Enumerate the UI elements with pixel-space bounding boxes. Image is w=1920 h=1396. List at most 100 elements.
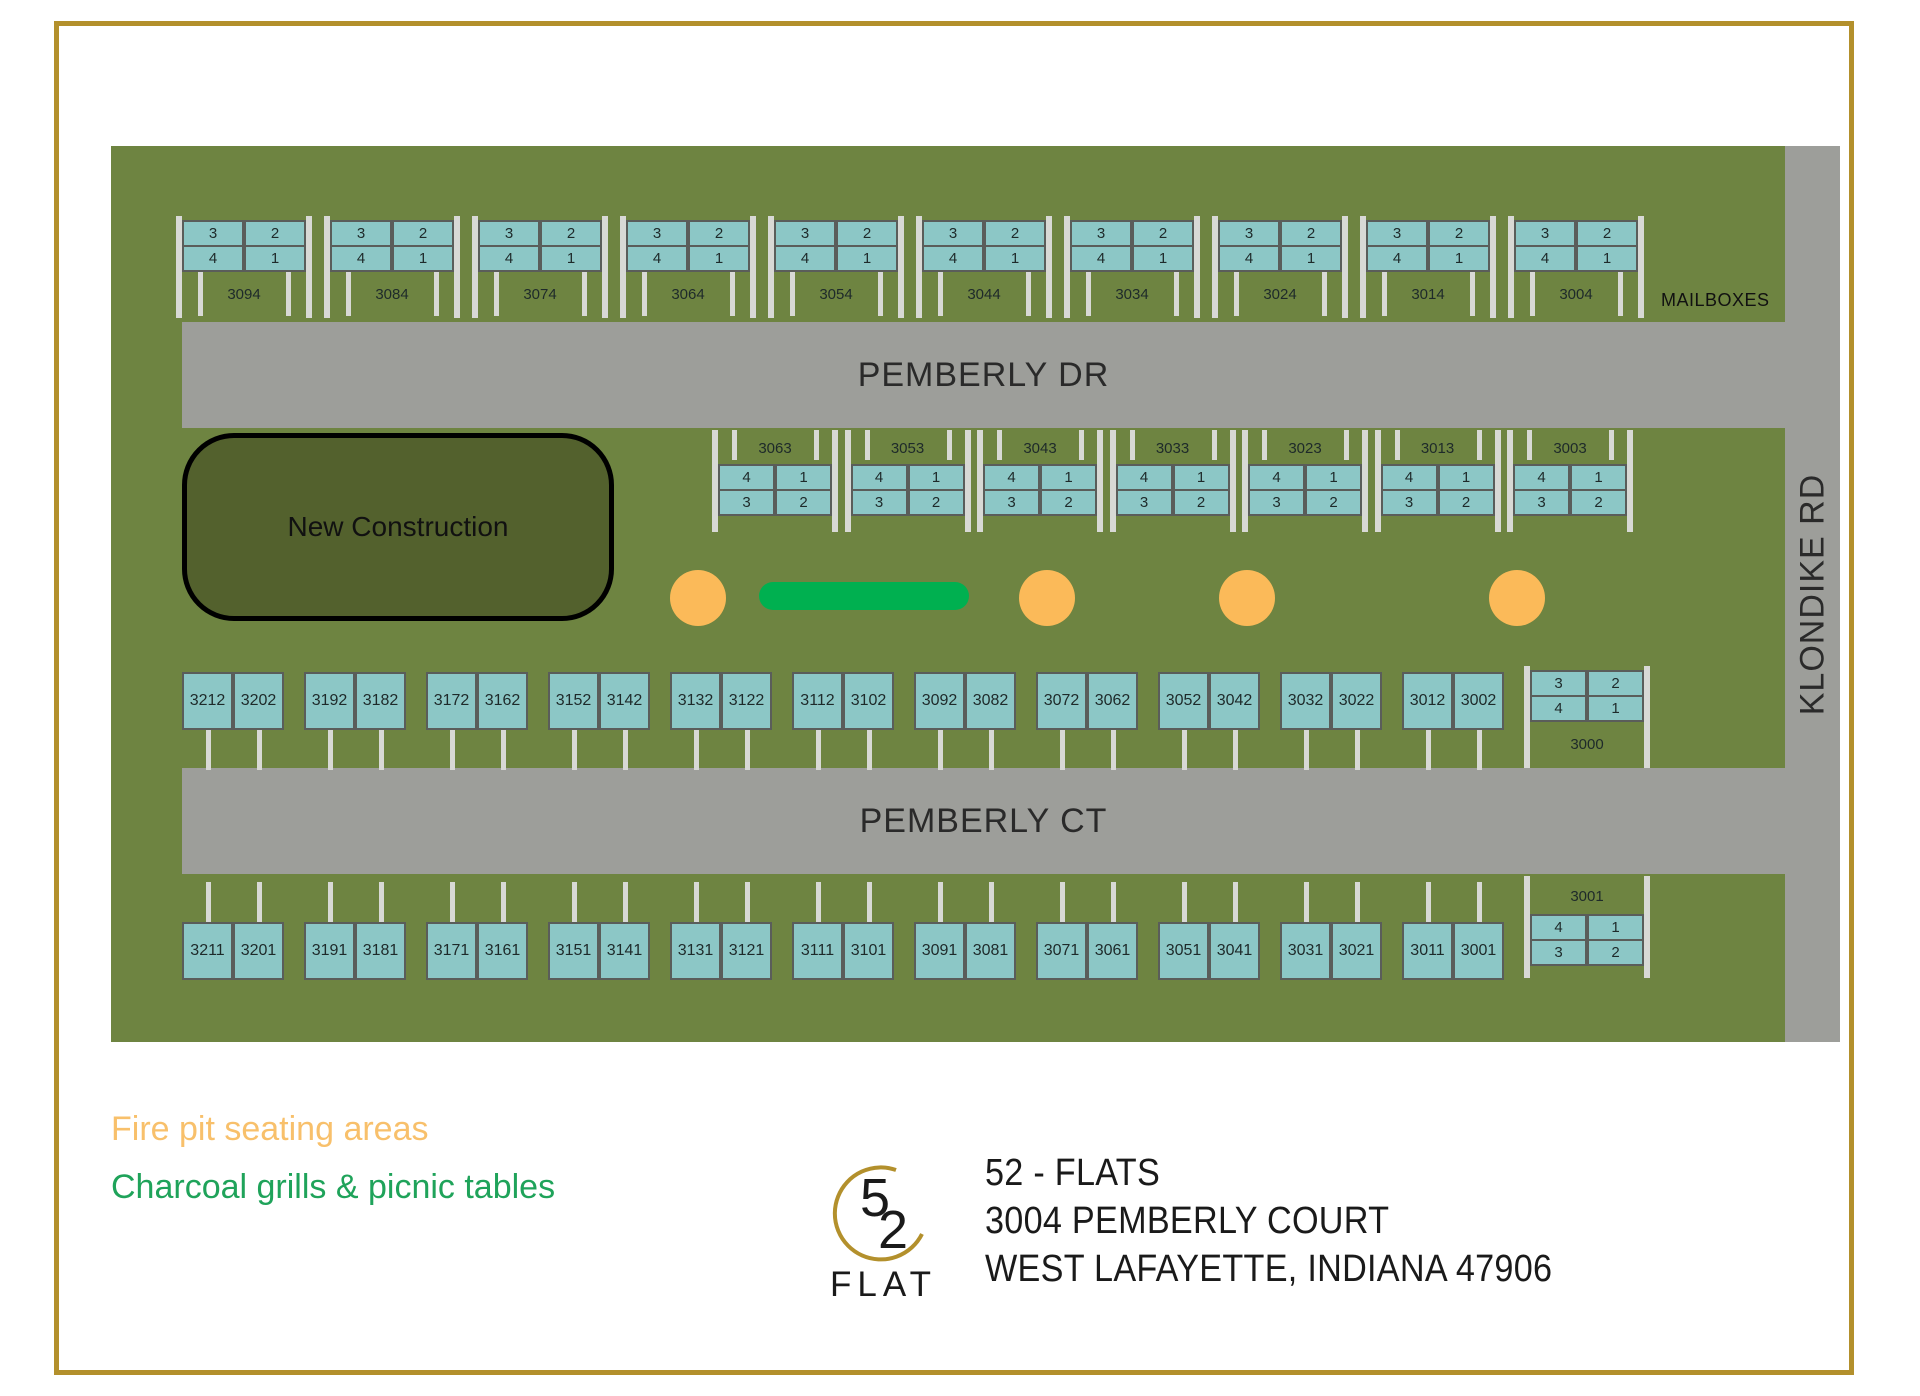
building-frame-rail [1064,216,1070,318]
building-frame-rail [1644,876,1650,978]
building-frame-rail [1109,430,1116,532]
unit-cell: 2 [1570,489,1627,516]
building-post [816,730,821,770]
building-post [1344,430,1349,460]
building-frame-rail [1644,666,1650,768]
building-post [1060,730,1065,770]
building-post [1079,430,1084,460]
logo-ring [832,1165,924,1262]
building-number: 3074 [523,286,557,303]
unit-cell: 1 [836,245,898,272]
unit-cell: 3 [1248,489,1305,516]
unit-cell: 3052 [1158,672,1209,730]
building-post [814,430,819,460]
unit-cell: 3092 [914,672,965,730]
building-post [379,882,384,922]
unit-cell: 3081 [965,922,1016,980]
building-frame-rail [1508,216,1514,318]
unit-cell: 1 [688,245,750,272]
unit-cell: 3162 [477,672,528,730]
unit-cell: 1 [775,464,832,491]
unit-cell: 3 [983,489,1040,516]
building-post [1060,882,1065,922]
building-post [1394,430,1400,460]
unit-cell: 3141 [599,922,650,980]
building-post [1111,730,1116,770]
road-klondike-rd: KLONDIKE RD [1785,146,1840,1042]
unit-cell: 3 [1530,939,1587,966]
building-post [1609,430,1614,460]
building-post [450,882,455,922]
building-frame-rail [844,430,851,532]
unit-cell: 2 [1428,220,1490,247]
unit-cell: 3002 [1453,672,1504,730]
building-post [1086,272,1091,316]
unit-cell: 3 [1380,489,1438,516]
unit-cell: 1 [1172,464,1230,491]
unit-cell: 1 [1437,464,1495,491]
unit-cell: 2 [1172,489,1230,516]
building-number: 3004 [1559,286,1593,303]
building-number: 3034 [1115,286,1149,303]
unit-cell: 3 [1115,489,1173,516]
address-line-3: WEST LAFAYETTE, INDIANA 47906 [985,1248,1553,1290]
road-label-pemberly-ct: PEMBERLY CT [859,801,1108,840]
unit-cell: 3082 [965,672,1016,730]
building-frame-rail [916,216,922,318]
building-post [1477,730,1482,770]
building-post [946,430,952,460]
building-post [1182,882,1187,922]
unit-cell: 1 [392,245,454,272]
building-post [816,882,821,922]
unit-cell: 1 [1132,245,1194,272]
building-frame-rail [1494,430,1501,532]
building-number: 3014 [1411,286,1445,303]
unit-cell: 1 [1570,464,1627,491]
unit-cell: 4 [1530,914,1587,941]
unit-cell: 3012 [1402,672,1453,730]
building-post [623,882,628,922]
building-post [257,730,262,770]
unit-cell: 3 [922,220,984,247]
building-number: 3001 [1570,888,1604,905]
building-number: 3094 [227,286,261,303]
unit-cell: 3 [1366,220,1428,247]
building-post [938,730,943,770]
unit-cell: 3 [1070,220,1132,247]
building-post [1234,272,1239,316]
building-post [1355,730,1360,770]
unit-cell: 1 [540,245,602,272]
building-post [730,272,735,316]
fire-pit-marker [1489,570,1545,626]
fire-pit-marker [1219,570,1275,626]
building-frame-rail [898,216,904,318]
unit-cell: 1 [1305,464,1362,491]
site-map: PEMBERLY DR PEMBERLY CT KLONDIKE RD New … [111,146,1840,1042]
unit-cell: 3122 [721,672,772,730]
building-post [450,730,455,770]
logo-wordmark: FLATS [830,1265,938,1300]
unit-cell: 4 [1513,464,1570,491]
unit-cell: 4 [718,464,775,491]
unit-cell: 3201 [233,922,284,980]
building-number: 3053 [890,440,925,457]
building-post [346,272,351,316]
legend-grills: Charcoal grills & picnic tables [111,1168,556,1206]
building-frame-rail [768,216,774,318]
unit-cell: 2 [775,489,832,516]
unit-cell: 2 [1437,489,1495,516]
unit-cell: 3 [774,220,836,247]
fire-pit-marker [1019,570,1075,626]
building-frame-rail [176,216,182,318]
unit-cell: 3 [330,220,392,247]
unit-cell: 2 [540,220,602,247]
